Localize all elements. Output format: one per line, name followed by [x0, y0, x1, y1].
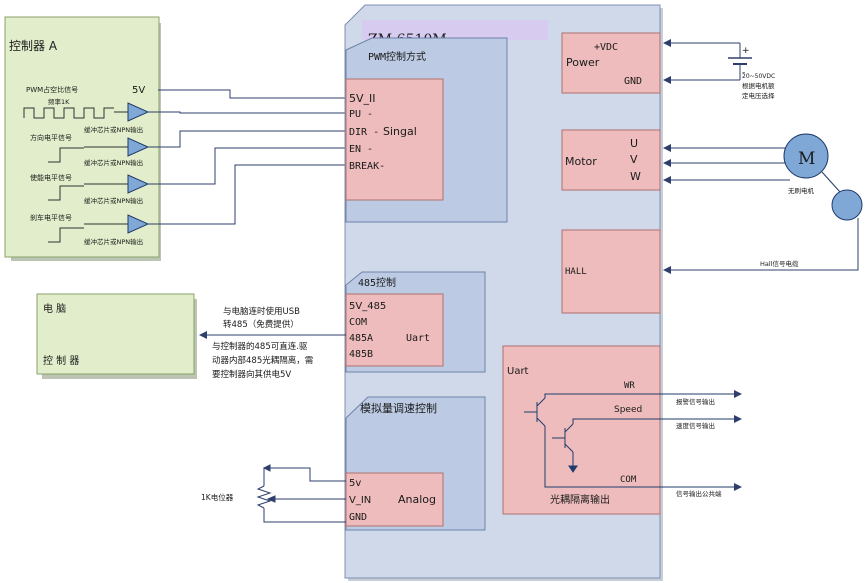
ctrl-note-3: 要控制器向其供电5V [212, 369, 291, 380]
motor-label: Motor [565, 155, 597, 168]
output-wr: WR [624, 381, 635, 391]
supply-note-2: 根据电机额 [742, 81, 775, 90]
usb-note-2: 转485（免费提供） [223, 319, 299, 330]
uart-output-box: Uart WR Speed COM 光耦隔离输出 [502, 345, 735, 515]
pin-com: COM [349, 317, 367, 328]
signal-label-en: 使能电平信号 [30, 173, 72, 182]
pwm-section-title: PWM控制方式 [368, 50, 426, 63]
output-speed: Speed [614, 405, 642, 415]
pwm-type-label: Singal [383, 125, 417, 138]
hall-cable-label: Hall信号电缆 [760, 259, 799, 268]
pin-485a: 485A [349, 333, 373, 344]
pwm-terminal-block [345, 78, 444, 201]
motor-m-glyph: M [798, 149, 815, 169]
controller-a-title: 控制器 A [9, 39, 58, 53]
pin-vdc: +VDC [594, 42, 618, 53]
pin-pu: PU - [349, 109, 373, 120]
optocoupler-transistor [524, 393, 735, 488]
freq-label: 频率1K [48, 97, 70, 106]
buffer-triangle [84, 137, 150, 157]
pin-en: EN - [349, 144, 373, 155]
rs485-section: 485控制 5V_485 COM 485A 485B Uart [345, 271, 486, 373]
pin-5v-ii: 5V_II [349, 92, 376, 105]
buffer-label: 缓冲芯片或NPN输出 [84, 158, 143, 167]
pwm-section: PWM控制方式 5V_II PU - DIR - EN - BREAK- Sin… [345, 37, 508, 223]
usb-note-1: 与电脑连时使用USB [223, 306, 300, 317]
controller-a-panel: 控制器 A 5V PWM占空比信号 频率1K 方向电平信号 使能电平信号 刹车电… [4, 16, 161, 261]
rs485-type-label: Uart [406, 333, 430, 344]
motor-box: Motor U V W [561, 129, 661, 191]
dc-power-supply [663, 39, 752, 84]
buffer-label: 缓冲芯片或NPN输出 [84, 237, 143, 246]
model-highlight [362, 20, 548, 40]
uart-footer: 光耦隔离输出 [550, 493, 610, 506]
rs485-terminal-block [345, 293, 444, 367]
analog-terminal-block [345, 472, 444, 527]
alarm-output-label: 报警信号输出 [676, 397, 715, 406]
power-label: Power [566, 56, 600, 69]
analog-type-label: Analog [398, 493, 436, 506]
pin-5v-analog: 5v [349, 478, 361, 489]
pin-dir: DIR - [349, 127, 379, 138]
potentiometer-label: 1K电位器 [201, 492, 234, 502]
brake-waveform [48, 227, 84, 243]
motor-wires [663, 144, 790, 184]
pin-v-in: V_IN [349, 495, 371, 506]
buffer-triangle [114, 102, 150, 122]
motor-label-text: 无刷电机 [788, 186, 815, 195]
supply-5v-label: 5V [132, 85, 145, 96]
optocoupler-transistor [552, 418, 735, 473]
uart-label: Uart [507, 366, 529, 377]
pin-5v-485: 5V_485 [349, 301, 386, 312]
rs485-section-title: 485控制 [358, 276, 396, 289]
buffer-label: 缓冲芯片或NPN输出 [84, 125, 143, 134]
pin-u: U [630, 137, 638, 150]
supply-note-1: 20~50VDC [742, 73, 775, 80]
pin-w: W [630, 170, 641, 183]
computer-label: 电 脑 [43, 302, 66, 315]
computer-box: 电 脑 控 制 器 [36, 293, 197, 379]
motor-symbol: M [783, 133, 829, 179]
pin-break: BREAK- [349, 161, 385, 172]
signal-label-pwm: PWM占空比信号 [26, 85, 78, 94]
en-waveform [48, 185, 84, 201]
hall-label: HALL [565, 267, 587, 277]
ctrl-note-2: 动器内部485光耦隔离，需 [212, 355, 313, 366]
analog-section: 模拟量调速控制 5v V_IN GND Analog [345, 396, 486, 531]
pin-v: V [630, 153, 638, 166]
buffer-triangle [84, 174, 150, 194]
supply-plus: + [742, 46, 750, 56]
output-arrows [734, 390, 742, 491]
hall-box: HALL [561, 229, 661, 314]
pin-gnd-analog: GND [349, 512, 367, 523]
signal-label-dir: 方向电平信号 [30, 133, 72, 142]
dir-waveform [48, 147, 84, 163]
hall-cable [663, 218, 859, 274]
pin-gnd-power: GND [624, 76, 642, 87]
hall-sensor-symbol [821, 171, 863, 221]
control-wires [148, 89, 346, 225]
pwm-waveform [23, 107, 114, 119]
pin-485b: 485B [349, 349, 373, 360]
speed-output-label: 速度信号输出 [676, 421, 715, 430]
common-output-label: 信号输出公共端 [676, 489, 722, 498]
output-com: COM [620, 475, 637, 485]
buffer-triangle [84, 214, 150, 234]
potentiometer-symbol [256, 464, 346, 523]
controller-label: 控 制 器 [43, 354, 79, 367]
analog-section-title: 模拟量调速控制 [360, 401, 437, 415]
supply-minus: - [742, 68, 745, 78]
ctrl-note-1: 与控制器的485可直连.驱 [212, 341, 308, 352]
power-box: +VDC Power GND [561, 32, 661, 94]
signal-label-brake: 刹车电平信号 [30, 213, 72, 222]
supply-note-3: 定电压选择 [742, 91, 775, 100]
buffer-label: 缓冲芯片或NPN输出 [84, 196, 143, 205]
